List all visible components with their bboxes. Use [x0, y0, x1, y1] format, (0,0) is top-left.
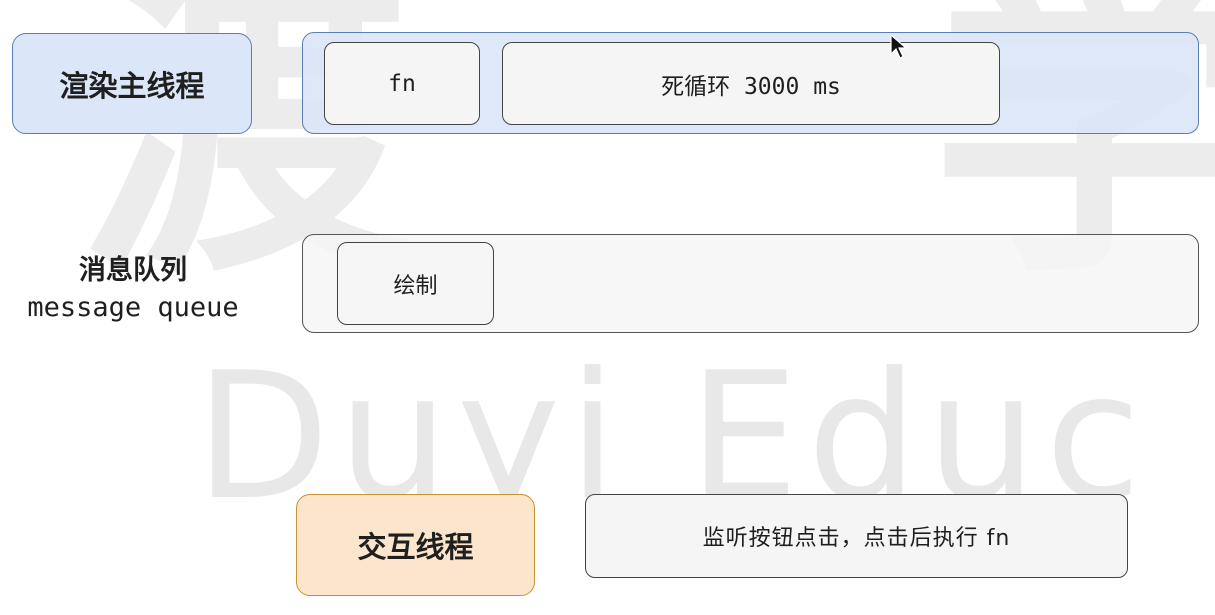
main-thread-label: 渲染主线程: [12, 33, 252, 134]
message-queue-label: 消息队列 message queue: [0, 254, 266, 328]
arrow-cursor-icon: [890, 34, 908, 59]
message-queue-label-cn: 消息队列: [79, 255, 187, 286]
message-queue-task-draw: 绘制: [337, 242, 494, 325]
interaction-thread-label: 交互线程: [296, 494, 535, 596]
message-queue-label-en: message queue: [27, 292, 239, 323]
interaction-thread-description-text: 监听按钮点击，点击后执行 fn: [702, 526, 1011, 551]
main-thread-task-fn: fn: [324, 42, 480, 125]
main-thread-task-loop: 死循环 3000 ms: [502, 42, 1000, 125]
interaction-thread-description: 监听按钮点击，点击后执行 fn: [585, 494, 1128, 578]
